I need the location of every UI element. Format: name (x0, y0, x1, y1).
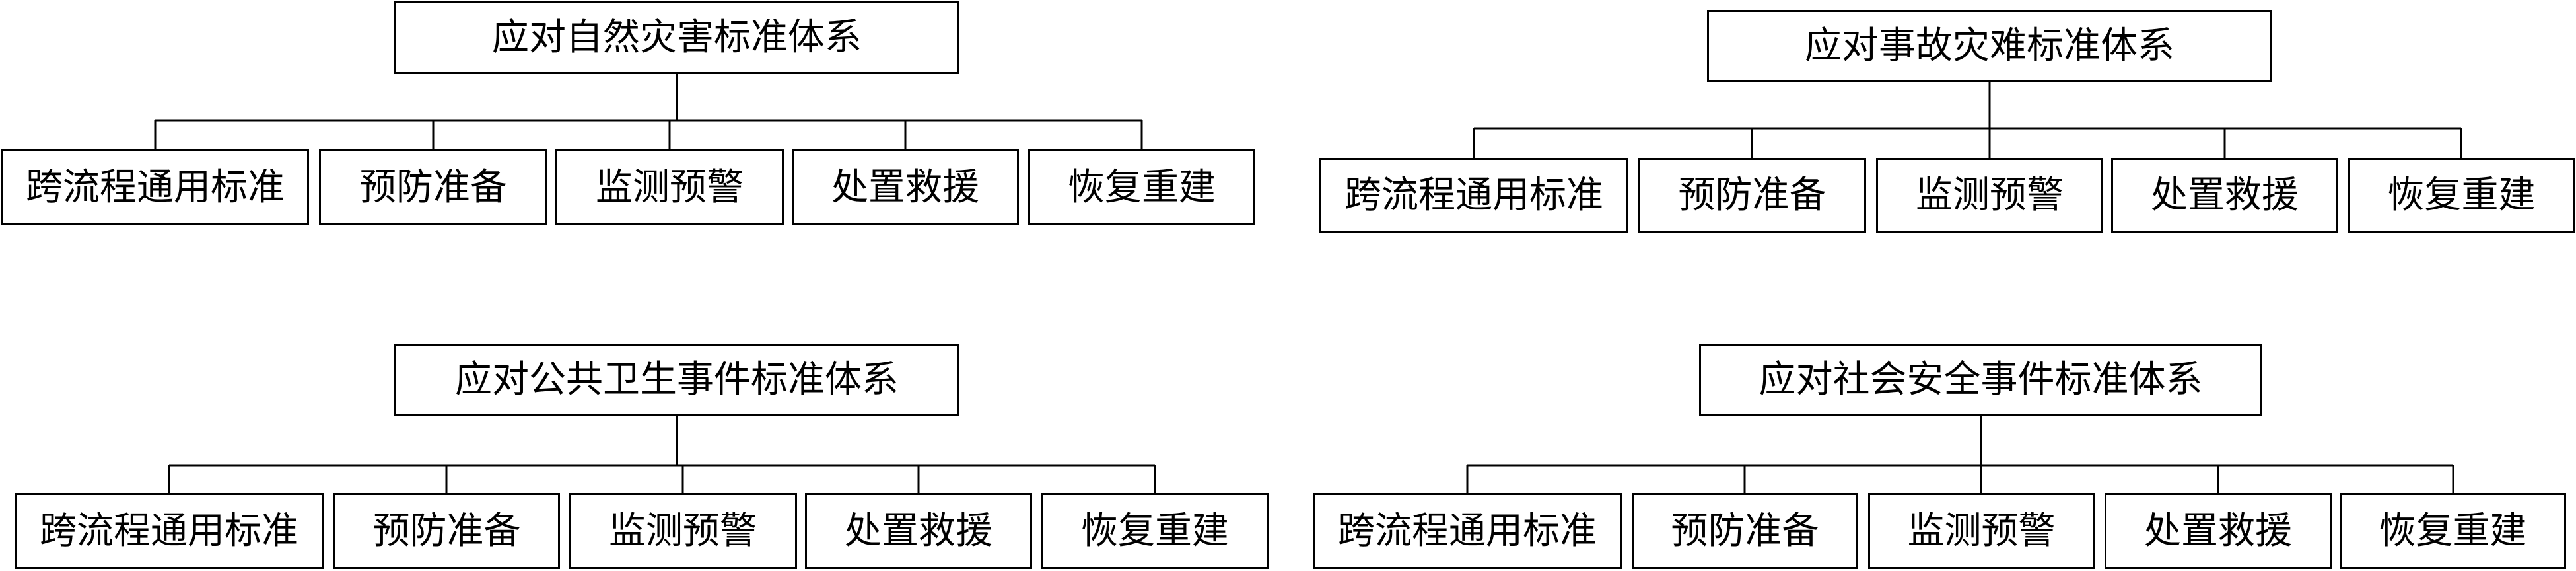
child-node-monitoring: 监测预警 (1876, 158, 2103, 233)
child-node-recovery: 恢复重建 (1041, 493, 1269, 569)
root-node-social-security: 应对社会安全事件标准体系 (1699, 344, 2262, 416)
child-node-monitoring: 监测预警 (569, 493, 797, 569)
child-node-prevention: 预防准备 (1632, 493, 1858, 569)
child-node-recovery: 恢复重建 (1028, 149, 1255, 225)
child-node-cross-process: 跨流程通用标准 (15, 493, 324, 569)
child-node-prevention: 预防准备 (1638, 158, 1866, 233)
child-node-monitoring: 监测预警 (1868, 493, 2095, 569)
child-node-prevention: 预防准备 (333, 493, 560, 569)
child-node-response: 处置救援 (2111, 158, 2338, 233)
child-node-response: 处置救援 (792, 149, 1019, 225)
child-node-response: 处置救援 (2105, 493, 2332, 569)
root-node-public-health: 应对公共卫生事件标准体系 (394, 344, 959, 416)
child-node-recovery: 恢复重建 (2348, 158, 2575, 233)
child-node-response: 处置救援 (805, 493, 1032, 569)
child-node-recovery: 恢复重建 (2340, 493, 2566, 569)
root-node-natural-disaster: 应对自然灾害标准体系 (394, 1, 959, 74)
root-node-accident-disaster: 应对事故灾难标准体系 (1707, 10, 2272, 82)
child-node-cross-process: 跨流程通用标准 (1313, 493, 1622, 569)
child-node-cross-process: 跨流程通用标准 (1319, 158, 1628, 233)
child-node-monitoring: 监测预警 (555, 149, 784, 225)
child-node-prevention: 预防准备 (319, 149, 547, 225)
child-node-cross-process: 跨流程通用标准 (1, 149, 309, 225)
